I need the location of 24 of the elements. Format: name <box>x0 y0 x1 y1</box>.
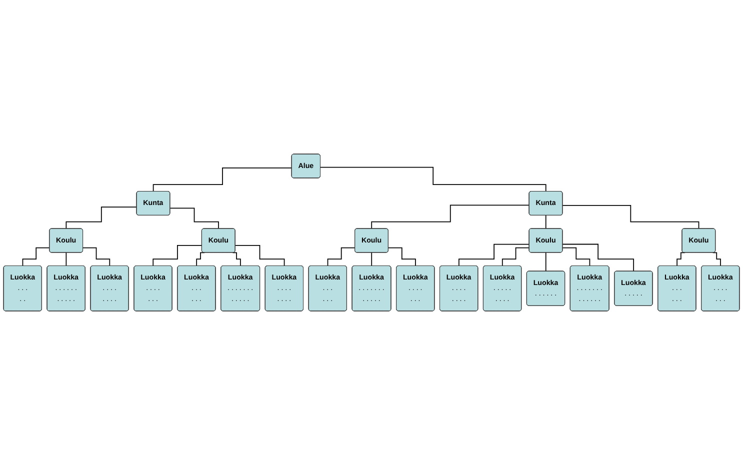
connector <box>82 247 110 266</box>
connector <box>66 252 67 266</box>
connector <box>562 247 590 266</box>
connector <box>234 244 285 266</box>
connector <box>371 252 372 266</box>
connector <box>152 245 202 266</box>
connector <box>66 206 138 230</box>
connector <box>327 247 356 266</box>
connector <box>562 244 634 272</box>
connector <box>388 247 416 266</box>
connector <box>502 247 530 266</box>
connector <box>545 214 546 230</box>
connector <box>22 247 50 266</box>
connector <box>371 204 530 230</box>
connector <box>170 208 220 230</box>
connector <box>562 205 700 230</box>
connector <box>196 252 205 266</box>
connector <box>152 168 292 192</box>
connector <box>676 252 686 266</box>
connector <box>545 252 546 272</box>
connector <box>458 244 530 266</box>
connector <box>232 252 241 266</box>
connector <box>712 252 722 266</box>
connector <box>320 166 546 192</box>
